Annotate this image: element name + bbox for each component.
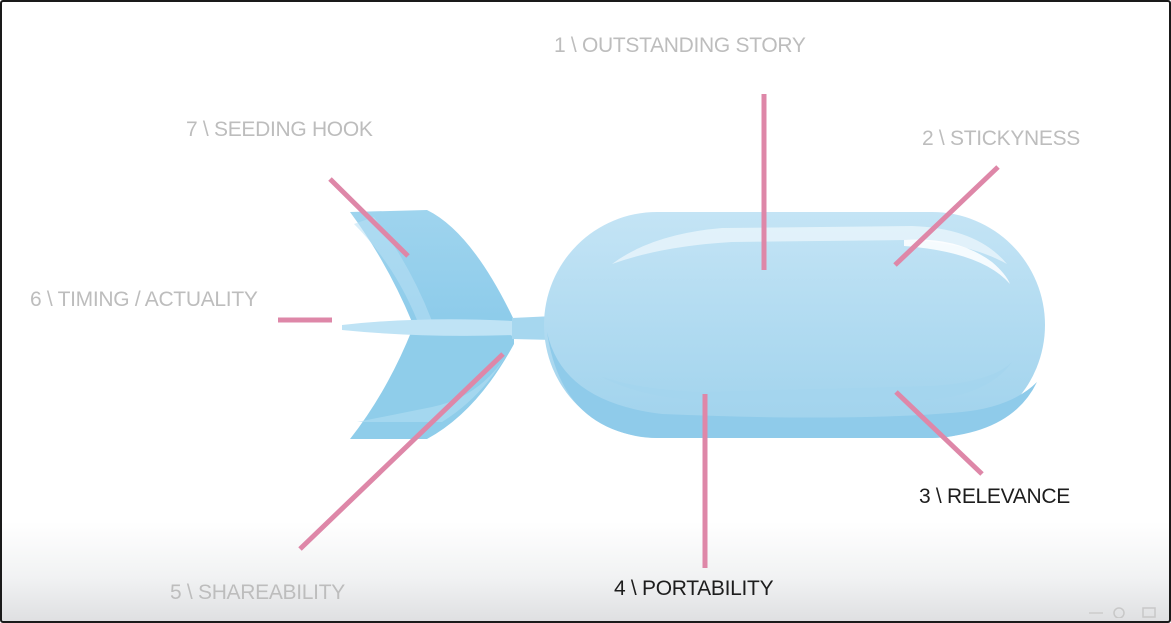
leader-line-3 bbox=[894, 390, 984, 476]
leader-line-5 bbox=[298, 352, 505, 551]
label-shareability: 5 \ SHAREABILITY bbox=[170, 581, 345, 604]
label-seeding-hook: 7 \ SEEDING HOOK bbox=[186, 118, 373, 141]
label-stickyness: 2 \ STICKYNESS bbox=[922, 127, 1081, 150]
bomb-body-icon bbox=[544, 212, 1045, 438]
tail-fins-icon bbox=[342, 210, 514, 439]
player-controls-icon bbox=[1089, 607, 1156, 618]
label-timing-actuality: 6 \ TIMING / ACTUALITY bbox=[30, 288, 258, 311]
neck-icon bbox=[512, 316, 554, 340]
leader-line-2 bbox=[893, 165, 1000, 267]
label-relevance: 3 \ RELEVANCE bbox=[919, 485, 1070, 508]
leader-line-7 bbox=[328, 177, 410, 258]
label-outstanding-story: 1 \ OUTSTANDING STORY bbox=[554, 34, 806, 57]
label-portability: 4 \ PORTABILITY bbox=[614, 577, 774, 600]
